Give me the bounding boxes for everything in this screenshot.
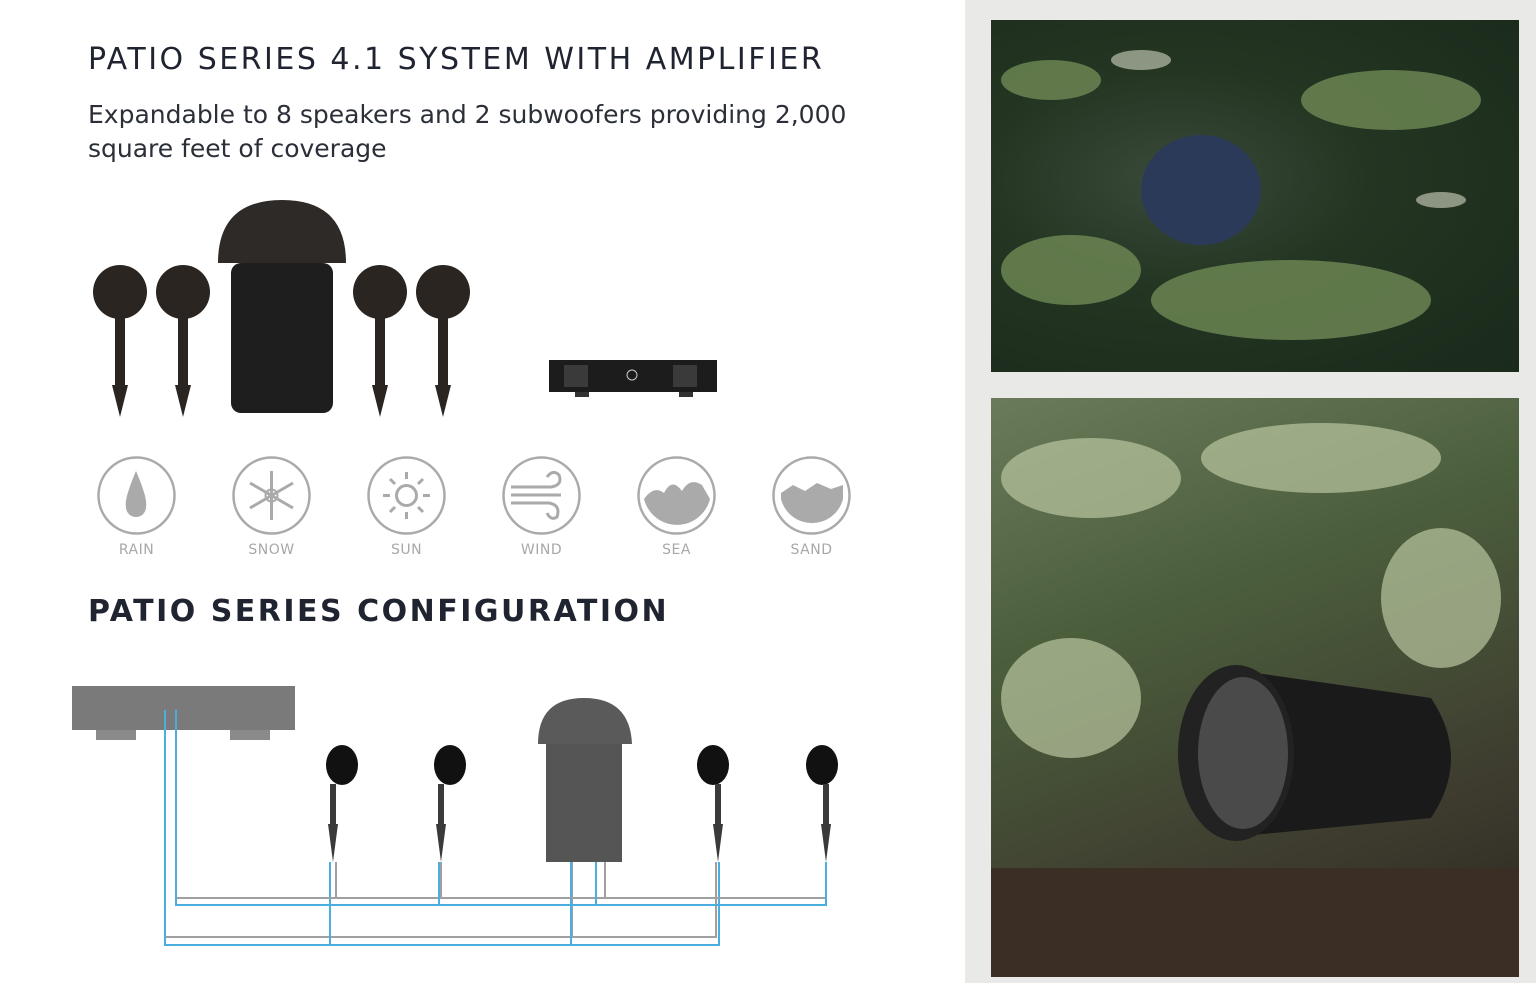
speaker-wires xyxy=(164,710,827,946)
wave-icon xyxy=(637,456,716,535)
diagram-satellite xyxy=(434,745,466,862)
product-page-left: PATIO SERIES 4.1 SYSTEM WITH AMPLIFIER E… xyxy=(72,42,852,946)
photo-satellite-speaker xyxy=(991,398,1519,977)
feature-snow: SNOW xyxy=(231,455,312,558)
sun-icon xyxy=(367,456,446,535)
product-lineup xyxy=(93,200,717,417)
wiring-diagram xyxy=(72,686,838,946)
subwoofer xyxy=(218,200,346,413)
diagram-satellite xyxy=(806,745,838,862)
diagram-amplifier xyxy=(72,686,295,740)
feature-rain: RAIN xyxy=(96,455,177,558)
config-title: PATIO SERIES CONFIGURATION xyxy=(88,594,670,629)
satellite-speaker xyxy=(93,265,147,417)
weather-resistance-icons: RAIN SNOW SUN WIND SEA SAND xyxy=(96,455,852,558)
raindrop-icon xyxy=(97,456,176,535)
amplifier xyxy=(549,360,717,397)
page-subtitle: Expandable to 8 speakers and 2 subwoofer… xyxy=(88,100,847,163)
diagram-satellites xyxy=(326,745,838,862)
page-title: PATIO SERIES 4.1 SYSTEM WITH AMPLIFIER xyxy=(88,42,825,77)
satellite-speaker xyxy=(156,265,210,417)
photo-speaker-in-garden xyxy=(991,20,1519,372)
diagram-satellite xyxy=(697,745,729,862)
sand-icon xyxy=(772,456,851,535)
snowflake-icon xyxy=(232,456,311,535)
diagram-subwoofer xyxy=(538,698,632,862)
feature-wind: WIND xyxy=(501,455,582,558)
satellite-speaker xyxy=(353,265,407,417)
feature-sand: SAND xyxy=(771,455,852,558)
diagram-satellite xyxy=(326,745,358,862)
wind-icon xyxy=(502,456,581,535)
satellite-speaker xyxy=(416,265,470,417)
feature-sun: SUN xyxy=(366,455,447,558)
garden-speaker-illustration xyxy=(1001,50,1481,340)
satellite-speaker-illustration xyxy=(991,423,1519,977)
feature-sea: SEA xyxy=(636,455,717,558)
